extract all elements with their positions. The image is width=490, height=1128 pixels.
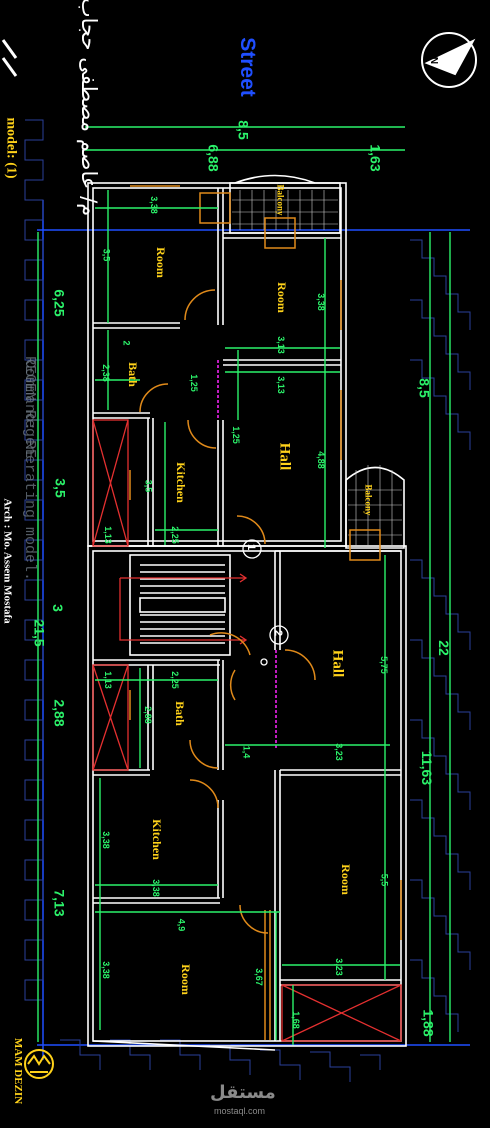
bath-label: Bath	[125, 362, 140, 387]
room-label: Room	[153, 247, 168, 278]
dim-label: 2,25	[169, 671, 180, 689]
dim-top-total: 8,5	[235, 120, 252, 140]
slash-marks	[1, 39, 18, 77]
dim-label: 4,9	[176, 918, 187, 932]
dim-label: 5,75	[378, 656, 389, 674]
dim-left-total: 21,5	[31, 619, 48, 647]
dim-label: 1,13	[102, 671, 113, 689]
dim-label: 3,23	[333, 958, 344, 976]
dim-label: 2,38	[100, 364, 111, 382]
mam-dezin-logo-icon	[24, 1049, 54, 1079]
command-line-2: REGEN Regenerating model.	[21, 355, 39, 582]
frame-lines	[37, 200, 470, 1060]
balcony-tiles	[232, 190, 402, 546]
magenta-lines	[217, 360, 277, 750]
marker-1: 1	[245, 543, 258, 551]
kitchen-label: Kitchen	[149, 819, 164, 860]
dim-label: 2,88	[142, 706, 153, 724]
dim-label: 2,25	[169, 526, 180, 544]
dim-label: 5,5	[379, 873, 390, 887]
dimension-lines	[37, 126, 451, 1045]
kitchen-label: Kitchen	[173, 462, 188, 503]
dim-label: 3,5	[101, 248, 112, 262]
walls	[87, 174, 407, 1051]
dim-top-b: 1,63	[367, 144, 384, 172]
dim-top-a: 6,88	[205, 144, 222, 172]
north-arrow-icon	[421, 32, 477, 88]
dim-left-3: 3	[49, 604, 66, 612]
dim-label: 3,38	[100, 831, 111, 849]
dim-label: 3,38	[150, 879, 161, 897]
brand-label: MAM DEZIN	[12, 1037, 25, 1105]
dim-label: 4,88	[315, 451, 326, 469]
model-label: model: (1)	[3, 117, 19, 179]
dim-label: 1,4	[241, 745, 252, 759]
dim-label: 3,13	[275, 376, 286, 394]
dim-label: 1,13	[102, 526, 113, 544]
dim-label: 1,25	[230, 426, 241, 444]
dim-right-2: 11,63	[419, 750, 436, 786]
marker-2: 2	[272, 629, 285, 637]
dim-left-1: 6,25	[51, 289, 68, 317]
dim-label: 2	[121, 340, 132, 346]
architect-label: Arch : Mo. Assem Mostafa	[1, 498, 14, 624]
room-label: Room	[274, 282, 289, 313]
title-arabic: م/ عاصم مصطفى حجاب	[77, 0, 102, 217]
dim-right-total: 22	[435, 640, 452, 656]
dim-label: 3,38	[100, 961, 111, 979]
stair-markers	[242, 539, 289, 666]
dim-label: 3,5	[143, 479, 154, 493]
dim-label: 3,67	[253, 968, 264, 986]
north-label: N	[428, 56, 440, 65]
dim-label: 3,38	[148, 196, 159, 214]
dim-left-2: 3,5	[52, 478, 69, 498]
dim-label: 1,68	[290, 1011, 301, 1029]
balcony-label: Balcony	[363, 484, 374, 516]
dim-label: 1,25	[188, 374, 199, 392]
hall-label: Hall	[329, 649, 346, 678]
hall-label: Hall	[276, 442, 293, 471]
right-hatch	[60, 239, 471, 1082]
dim-label: 3,38	[315, 293, 326, 311]
watermark: مستقل	[210, 1082, 276, 1103]
room-label: Room	[178, 964, 193, 995]
doors	[129, 185, 402, 1040]
balcony-label: Balcony	[275, 184, 286, 216]
dim-right-3: 1,88	[420, 1009, 437, 1037]
left-hatch	[24, 119, 44, 1001]
dim-left-5: 7,13	[51, 889, 68, 917]
room-label: Room	[338, 864, 353, 895]
dim-right-1: 8,5	[416, 378, 433, 398]
bath-label: Bath	[172, 701, 187, 726]
watermark-url: mostaql.com	[214, 1106, 266, 1116]
dim-left-4: 2,88	[51, 699, 68, 727]
street-label: Street	[235, 37, 259, 97]
dim-label: 3,23	[333, 743, 344, 761]
dim-label: 3,13	[275, 336, 286, 354]
shafts	[92, 419, 402, 1042]
